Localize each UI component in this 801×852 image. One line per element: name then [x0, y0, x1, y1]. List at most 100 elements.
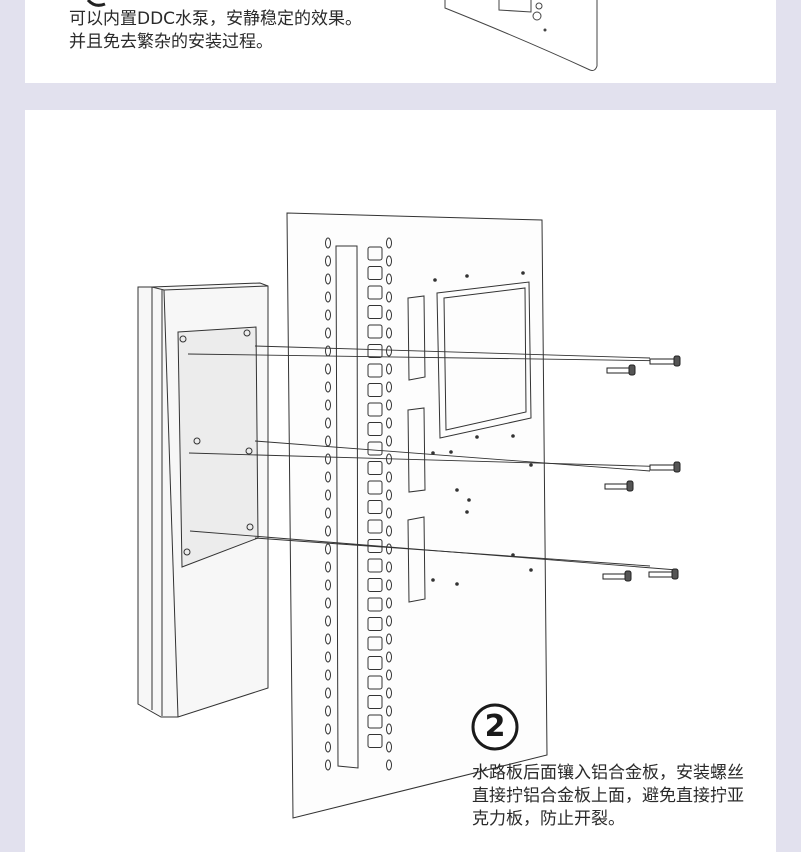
oval-hole-left — [325, 327, 331, 339]
oval-hole-right — [386, 489, 392, 501]
port-slot — [367, 578, 383, 592]
port-slot — [367, 636, 383, 651]
oval-hole-left — [325, 543, 331, 555]
port-slot — [367, 324, 383, 339]
oval-hole-left — [325, 579, 331, 591]
main-caption-line-2: 直接拧铝合金板上面，避免直接拧亚 — [472, 786, 744, 806]
oval-hole-left — [325, 435, 331, 447]
small-hole — [465, 510, 469, 514]
port-slot — [367, 461, 383, 475]
oval-hole-left — [325, 273, 331, 285]
top-section-panel: 可以内置DDC水泵，安静稳定的效果。 并且免去繁杂的安装过程。 — [25, 0, 776, 83]
small-hole — [511, 434, 515, 438]
oval-hole-right — [386, 507, 392, 519]
port-slot — [367, 383, 383, 397]
port-slot — [367, 656, 383, 670]
exploded-assembly-diagram — [137, 212, 681, 819]
small-hole — [455, 582, 459, 586]
oval-hole-right — [386, 291, 392, 303]
screw-guide-lines — [187, 345, 678, 571]
port-slot — [367, 558, 383, 573]
oval-hole-right — [386, 435, 392, 447]
screw-6 — [602, 570, 632, 582]
small-hole — [475, 435, 479, 439]
port-slot — [367, 363, 383, 378]
port-slot — [367, 305, 383, 319]
oval-hole-left — [325, 759, 331, 771]
oval-hole-right — [386, 543, 392, 555]
oval-hole-left — [325, 723, 331, 735]
top-caption-line-2: 并且免去繁杂的安装过程。 — [69, 32, 273, 52]
oval-hole-right — [386, 363, 392, 375]
oval-hole-left — [325, 489, 331, 501]
oval-hole-right — [386, 597, 392, 609]
oval-hole-right — [386, 417, 392, 429]
oval-hole-left — [325, 687, 331, 699]
oval-hole-right — [386, 759, 392, 771]
small-hole — [431, 451, 435, 455]
oval-hole-left — [325, 597, 331, 609]
step-number: 2 — [484, 709, 506, 744]
port-slot — [367, 500, 383, 514]
distribution-plate — [286, 212, 548, 819]
port-slot — [367, 675, 383, 690]
oval-hole-left — [325, 471, 331, 483]
oval-hole-right — [386, 525, 392, 537]
port-slot — [367, 617, 383, 631]
oval-hole-right — [386, 687, 392, 699]
small-hole — [433, 278, 437, 282]
oval-hole-left — [325, 255, 331, 267]
mounting-holes — [325, 237, 533, 771]
screws — [602, 355, 681, 582]
port-slot — [367, 734, 383, 748]
oval-hole-right — [386, 633, 392, 645]
oval-hole-left — [325, 381, 331, 393]
small-hole — [465, 274, 469, 278]
oval-hole-right — [386, 615, 392, 627]
oval-hole-right — [386, 237, 392, 249]
aluminium-backplate — [137, 282, 269, 718]
small-hole — [529, 568, 533, 572]
small-hole — [521, 271, 525, 275]
oval-hole-right — [386, 273, 392, 285]
oval-hole-right — [386, 309, 392, 321]
small-hole — [529, 463, 533, 467]
main-caption-line-1: 水路板后面镶入铝合金板，安装螺丝 — [472, 763, 744, 783]
port-slot — [367, 402, 383, 417]
screw-4 — [604, 480, 634, 492]
oval-hole-right — [386, 579, 392, 591]
oval-hole-right — [386, 399, 392, 411]
top-caption-line-1: 可以内置DDC水泵，安静稳定的效果。 — [69, 9, 363, 29]
oval-hole-left — [325, 705, 331, 717]
oval-hole-right — [386, 255, 392, 267]
oval-hole-left — [325, 237, 331, 249]
top-caption: 可以内置DDC水泵，安静稳定的效果。 并且免去繁杂的安装过程。 — [69, 8, 399, 54]
oval-hole-right — [386, 741, 392, 753]
screw-5 — [648, 568, 679, 580]
port-slot — [367, 441, 383, 456]
oval-hole-left — [325, 309, 331, 321]
oval-hole-right — [386, 723, 392, 735]
oval-hole-right — [386, 471, 392, 483]
port-slot — [367, 266, 383, 280]
oval-hole-left — [325, 651, 331, 663]
small-hole — [431, 578, 435, 582]
oval-hole-right — [386, 651, 392, 663]
oval-hole-right — [386, 327, 392, 339]
port-slot — [367, 597, 383, 612]
port-slot — [367, 246, 383, 261]
small-hole — [455, 488, 459, 492]
port-slot — [367, 695, 383, 709]
oval-hole-left — [325, 417, 331, 429]
oval-hole-left — [325, 291, 331, 303]
oval-hole-left — [325, 453, 331, 465]
oval-hole-left — [325, 525, 331, 537]
oval-hole-left — [325, 669, 331, 681]
top-illustration — [86, 0, 598, 71]
port-slot — [367, 422, 383, 436]
main-caption: 水路板后面镶入铝合金板，安装螺丝 直接拧铝合金板上面，避免直接拧亚 克力板，防止… — [472, 762, 772, 831]
oval-hole-left — [325, 561, 331, 573]
oval-hole-left — [325, 399, 331, 411]
oval-hole-left — [325, 615, 331, 627]
screw-1 — [649, 355, 681, 367]
